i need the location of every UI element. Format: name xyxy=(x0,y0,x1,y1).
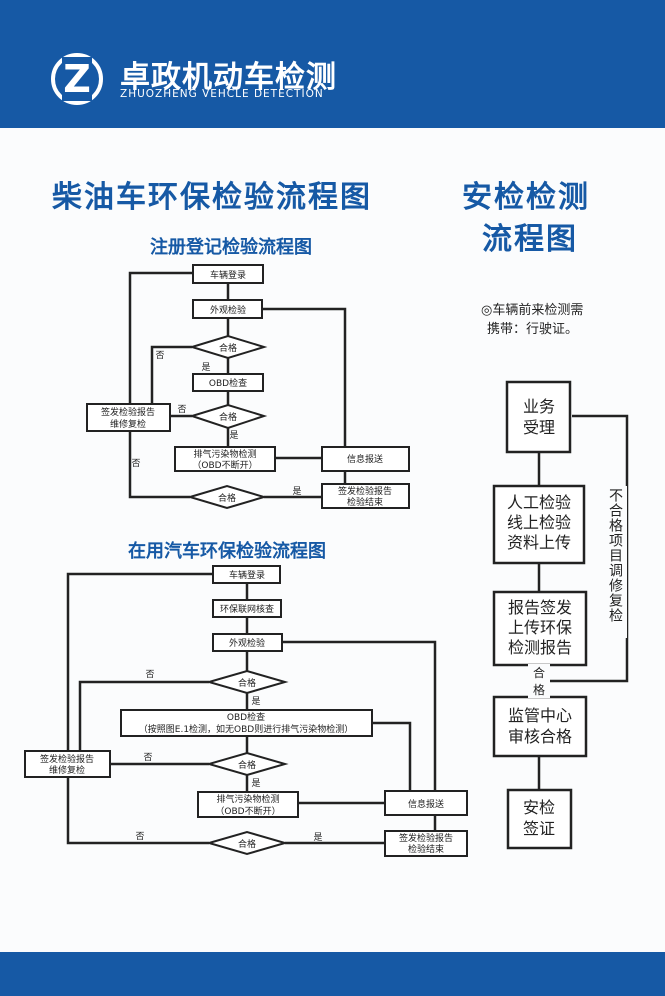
reg-emission-line1: 排气污染物检测 xyxy=(193,448,256,460)
safety-step5-line2: 签证 xyxy=(523,819,555,838)
reg-report-repair-box xyxy=(86,403,171,432)
safety-step1-line2: 受理 xyxy=(523,418,555,437)
reg-pass1-diamond xyxy=(188,334,268,360)
inuse-visual-check-box xyxy=(212,633,283,652)
inuse-pass1-label: 合格 xyxy=(238,677,256,689)
safety-step4-line1: 监管中心 xyxy=(508,706,572,725)
reg-info-report-box xyxy=(321,446,410,472)
safety-step2-box xyxy=(492,484,586,565)
inuse-visual-check-label: 外观检验 xyxy=(229,637,265,649)
reg-visual-check-label: 外观检验 xyxy=(210,304,246,316)
reg-report-repair-line2: 维修复检 xyxy=(110,418,146,430)
safety-pass-line1: 合 xyxy=(533,665,545,680)
safety-title-line1: 安检检测 xyxy=(462,180,590,215)
header-bar xyxy=(0,0,665,128)
reg-pass3-label: 合格 xyxy=(218,492,236,504)
reg-yes1-label: 是 xyxy=(201,362,210,373)
reg-pass3-diamond xyxy=(186,484,268,510)
safety-step2-line2: 线上检验 xyxy=(507,513,571,532)
registration-flowchart xyxy=(128,271,347,499)
reg-visual-check-box xyxy=(192,299,263,319)
reg-report-repair-line1: 签发检验报告 xyxy=(101,406,155,418)
reg-no1-label: 否 xyxy=(155,350,164,361)
reg-emission-box xyxy=(174,446,276,472)
safety-pass-line2: 格 xyxy=(533,682,545,697)
inuse-report-repair-line2: 维修复检 xyxy=(49,764,85,776)
registration-title: 注册登记检验流程图 xyxy=(150,237,312,258)
reg-obd-check-label: OBD检查 xyxy=(209,377,247,389)
brand-subtitle: ZHUOZHENG VEHCLE DETECTION xyxy=(120,88,324,100)
inuse-obd-box xyxy=(120,709,373,737)
inuse-title: 在用汽车环保检验流程图 xyxy=(128,541,326,562)
brand-logo: Z xyxy=(51,53,103,105)
reg-info-report-label: 信息报送 xyxy=(347,453,383,465)
inuse-report-end-line2: 检验结束 xyxy=(408,843,444,855)
safety-fail-text: 不合格项目调修复检 xyxy=(607,488,623,623)
safety-step2-line3: 资料上传 xyxy=(507,533,571,552)
inuse-env-network-label: 环保联网核查 xyxy=(220,603,274,615)
safety-step4-line2: 审核合格 xyxy=(508,727,572,746)
safety-title-line2: 流程图 xyxy=(482,222,578,257)
reg-obd-check-box xyxy=(192,373,264,392)
safety-step3-line1: 报告签发 xyxy=(508,598,572,617)
inuse-obd-line2: （按照图E.1检测，如无OBD则进行排气污染物检测） xyxy=(139,723,353,735)
inuse-flowchart xyxy=(66,572,437,845)
safety-step5-line1: 安检 xyxy=(523,798,555,817)
inuse-pass3-label: 合格 xyxy=(238,838,256,850)
reg-report-end-line1: 签发检验报告 xyxy=(338,485,392,497)
reg-pass1-label: 合格 xyxy=(219,342,237,354)
safety-note-line1: ◎车辆前来检测需 xyxy=(481,302,583,318)
inuse-obd-line1: OBD检查 xyxy=(227,711,265,723)
diesel-main-title: 柴油车环保检验流程图 xyxy=(52,180,372,215)
footer-bar xyxy=(0,952,665,996)
reg-report-end-box xyxy=(321,483,410,509)
inuse-info-report-box xyxy=(384,790,468,816)
inuse-emission-line1: 排气污染物检测 xyxy=(216,793,279,805)
inuse-report-end-line1: 签发检验报告 xyxy=(399,832,453,844)
reg-yes3-label: 是 xyxy=(292,486,301,497)
reg-yes2-label: 是 xyxy=(229,430,238,441)
reg-pass2-label: 合格 xyxy=(219,411,237,423)
reg-pass2-diamond xyxy=(188,403,268,430)
inuse-yes1-label: 是 xyxy=(251,696,260,707)
inuse-no1-label: 否 xyxy=(145,669,154,680)
inuse-no2-label: 否 xyxy=(143,752,152,763)
inuse-yes2-label: 是 xyxy=(251,778,260,789)
reg-vehicle-login-box xyxy=(192,264,264,284)
inuse-yes3-label: 是 xyxy=(313,832,322,843)
safety-step2-line1: 人工检验 xyxy=(507,493,571,512)
inuse-pass3-diamond xyxy=(205,830,289,856)
safety-step3-line3: 检测报告 xyxy=(508,638,572,657)
reg-emission-line2: （OBD不断开） xyxy=(192,459,257,471)
reg-no3-label: 否 xyxy=(131,458,140,469)
reg-vehicle-login-label: 车辆登录 xyxy=(210,269,246,281)
safety-step5-box xyxy=(506,788,573,850)
inuse-emission-box xyxy=(197,791,299,818)
inuse-vehicle-login-box xyxy=(212,565,281,584)
inuse-pass1-diamond xyxy=(205,669,289,695)
inuse-report-end-box xyxy=(384,830,468,857)
safety-step3-line2: 上传环保 xyxy=(508,618,572,637)
safety-step1-box xyxy=(505,380,572,454)
inuse-env-network-box xyxy=(212,599,282,618)
reg-report-end-line2: 检验结束 xyxy=(347,496,383,508)
inuse-report-repair-box xyxy=(24,750,111,778)
safety-step1-line1: 业务 xyxy=(523,397,555,416)
inuse-info-report-label: 信息报送 xyxy=(408,798,444,810)
reg-no2-label: 否 xyxy=(177,404,186,415)
safety-step3-box xyxy=(492,590,588,667)
inuse-report-repair-line1: 签发检验报告 xyxy=(40,753,94,765)
logo-letter: Z xyxy=(63,57,91,101)
inuse-emission-line2: （OBD不断开） xyxy=(215,805,280,817)
inuse-pass2-diamond xyxy=(205,751,289,777)
safety-note-line2: 携带：行驶证。 xyxy=(487,321,578,337)
brand-name: 卓政机动车检测 xyxy=(120,60,337,95)
inuse-vehicle-login-label: 车辆登录 xyxy=(229,569,265,581)
inuse-pass2-label: 合格 xyxy=(238,759,256,771)
inuse-no3-label: 否 xyxy=(135,831,144,842)
